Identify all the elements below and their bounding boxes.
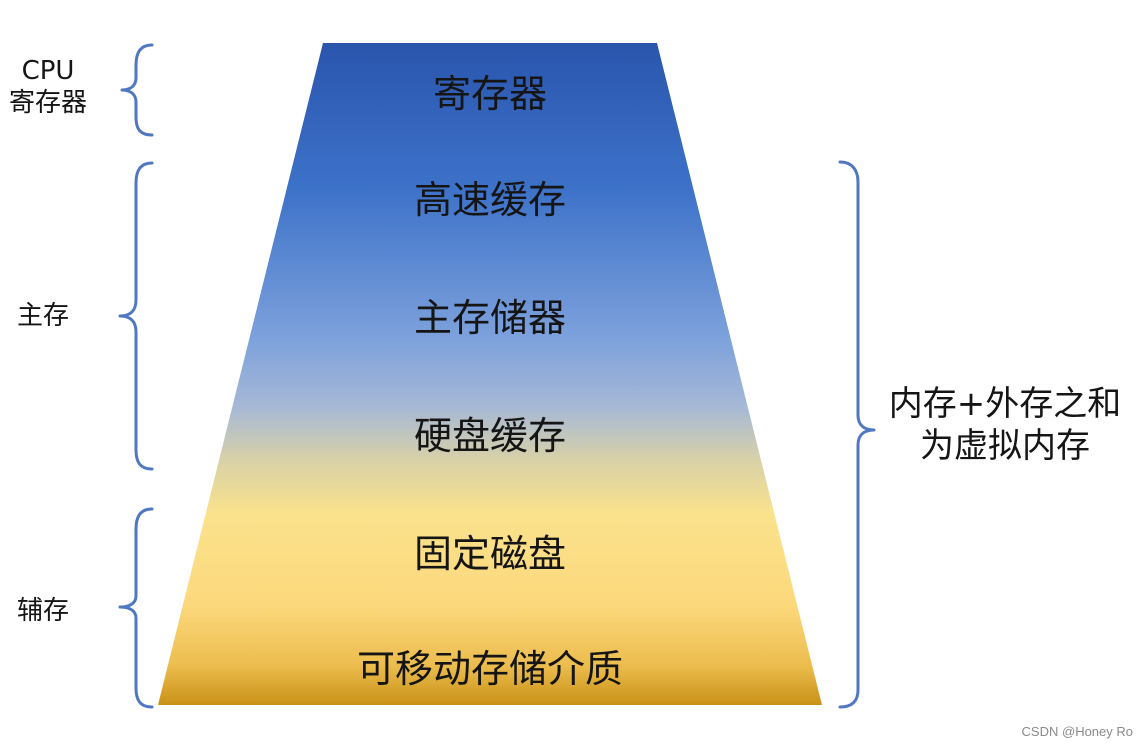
- cpu-brace: [120, 43, 154, 137]
- aux-storage-label: 辅存: [17, 596, 70, 626]
- virtual-memory-label: 内存+外存之和 为虚拟内存: [874, 383, 1136, 467]
- virtual-memory-line1: 内存+外存之和: [888, 384, 1122, 424]
- cpu-register-text: 寄存器: [8, 88, 87, 118]
- level-registers: 寄存器: [432, 72, 547, 116]
- cpu-label: CPU: [21, 56, 75, 86]
- level-main-memory: 主存储器: [413, 296, 566, 340]
- main-memory-label: 主存: [17, 301, 70, 331]
- watermark: CSDN @Honey Ro: [1021, 724, 1133, 739]
- aux-storage-brace: [118, 507, 154, 709]
- level-fixed-disk: 固定磁盘: [413, 532, 566, 576]
- cpu-register-label: CPU 寄存器: [2, 55, 94, 119]
- main-memory-brace: [118, 161, 154, 471]
- virtual-memory-line2: 为虚拟内存: [920, 426, 1090, 466]
- virtual-memory-brace: [838, 160, 876, 709]
- level-cache: 高速缓存: [413, 178, 566, 222]
- memory-pyramid: [158, 43, 822, 705]
- level-removable-media: 可移动存储介质: [356, 647, 623, 691]
- level-disk-cache: 硬盘缓存: [413, 414, 566, 458]
